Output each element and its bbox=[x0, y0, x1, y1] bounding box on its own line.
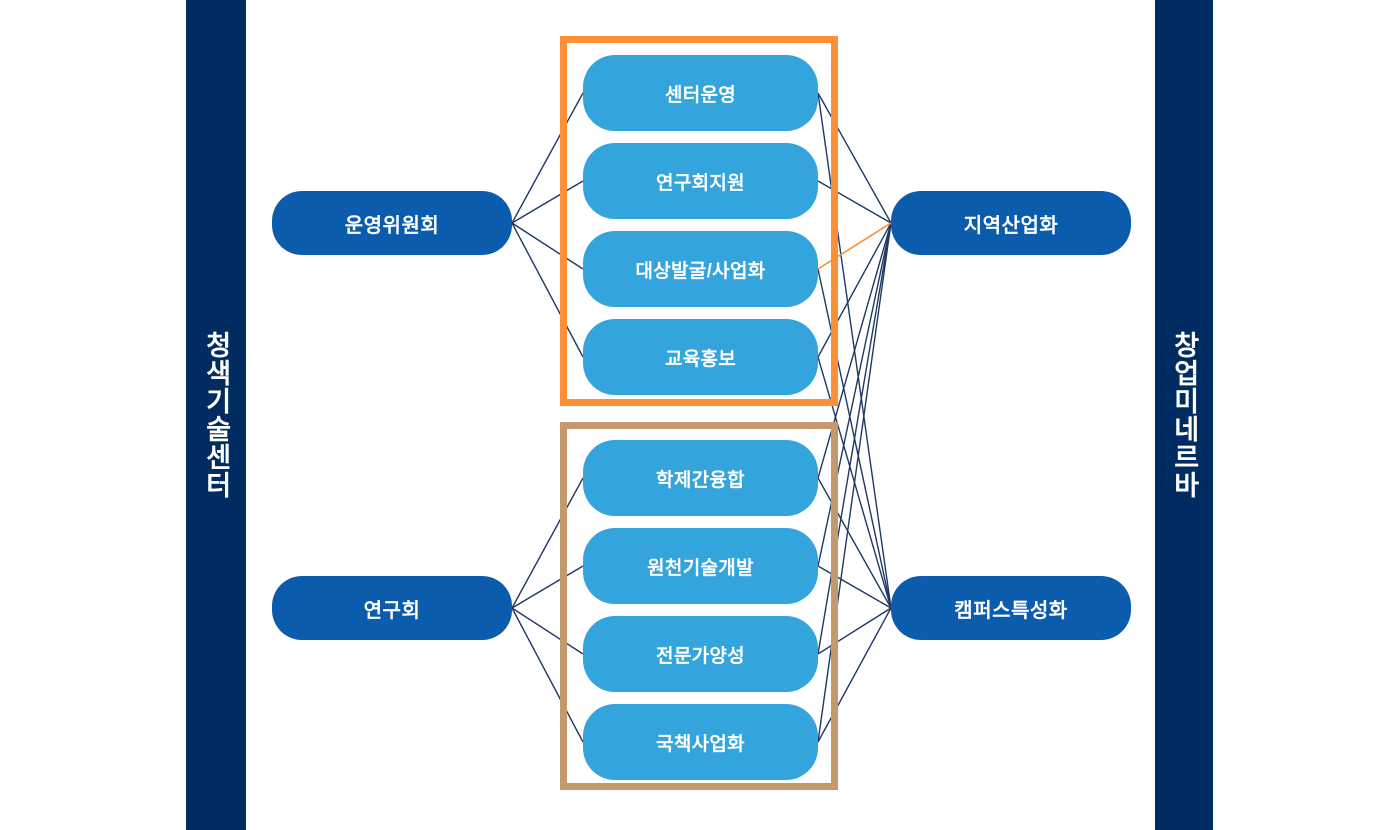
node-core-technology-development[interactable]: 원천기술개발 bbox=[583, 528, 818, 604]
node-campus-specialization[interactable]: 캠퍼스특성화 bbox=[891, 576, 1131, 640]
node-expert-training[interactable]: 전문가양성 bbox=[583, 616, 818, 692]
node-interdisciplinary-convergence[interactable]: 학제간융합 bbox=[583, 440, 818, 516]
node-research-society[interactable]: 연구회 bbox=[272, 576, 512, 640]
right-side-bar: 창업미네르바 bbox=[1155, 0, 1213, 830]
right-side-bar-label: 창업미네르바 bbox=[1169, 331, 1200, 499]
node-target-discovery-commercialization[interactable]: 대상발굴/사업화 bbox=[583, 231, 818, 307]
node-regional-industrialization[interactable]: 지역산업화 bbox=[891, 191, 1131, 255]
left-side-bar-label: 청색기술센터 bbox=[201, 331, 232, 499]
node-research-support[interactable]: 연구회지원 bbox=[583, 143, 818, 219]
node-education-pr[interactable]: 교육홍보 bbox=[583, 319, 818, 395]
group-box-bottom bbox=[560, 422, 838, 790]
node-steering-committee[interactable]: 운영위원회 bbox=[272, 191, 512, 255]
node-national-project-commercialization[interactable]: 국책사업화 bbox=[583, 704, 818, 780]
node-center-operation[interactable]: 센터운영 bbox=[583, 55, 818, 131]
group-box-top bbox=[560, 36, 838, 406]
left-side-bar: 청색기술센터 bbox=[186, 0, 246, 830]
